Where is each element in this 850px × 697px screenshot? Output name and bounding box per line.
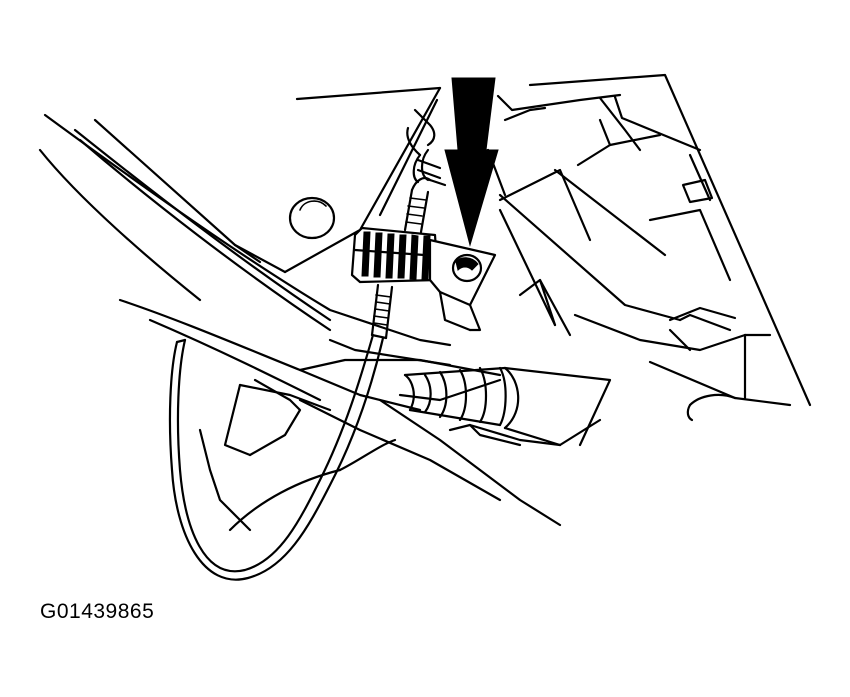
down-arrow-icon — [444, 77, 499, 247]
upper-rod-spring — [403, 126, 447, 234]
mounting-bracket — [428, 238, 497, 332]
adjuster-nut — [350, 226, 440, 284]
cable-sleeve — [403, 366, 507, 427]
lower-housing — [198, 366, 612, 532]
figure-id-label: G01439865 — [40, 600, 155, 623]
threaded-rod — [370, 283, 394, 340]
lower-rail — [38, 113, 502, 412]
brake-cable-loop — [168, 333, 385, 581]
